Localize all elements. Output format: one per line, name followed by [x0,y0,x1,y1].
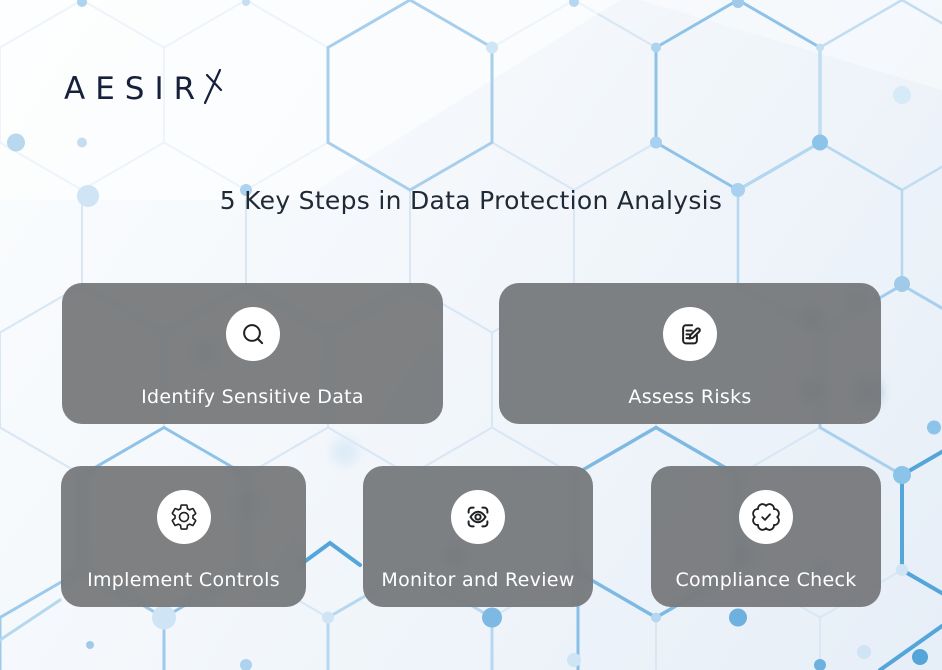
icon-circle [225,307,280,361]
card-compliance-check: Compliance Check [651,466,881,607]
page-title: 5 Key Steps in Data Protection Analysis [219,186,723,215]
card-label: Implement Controls [87,569,280,591]
card-implement-controls: Implement Controls [61,466,306,607]
aesirx-logo: AESIR [64,66,225,106]
icon-circle [739,490,793,544]
logo-x-mark-icon [204,68,223,105]
eye-scan-icon [467,506,489,528]
card-assess-risks: Assess Risks [499,283,881,424]
icon-circle [451,490,505,544]
card-monitor-and-review: Monitor and Review [363,466,593,607]
badge-check-icon [752,503,780,531]
search-icon [242,324,263,345]
card-identify-sensitive-data: Identify Sensitive Data [62,283,443,424]
card-label: Assess Risks [628,386,752,408]
logo-text: AESIR [64,71,206,107]
card-label: Identify Sensitive Data [141,386,364,408]
card-label: Compliance Check [675,569,857,591]
note-edit-icon [682,324,701,345]
card-label: Monitor and Review [381,569,575,591]
gear-icon [171,504,196,530]
icon-circle [663,307,717,361]
icon-circle [156,490,211,544]
